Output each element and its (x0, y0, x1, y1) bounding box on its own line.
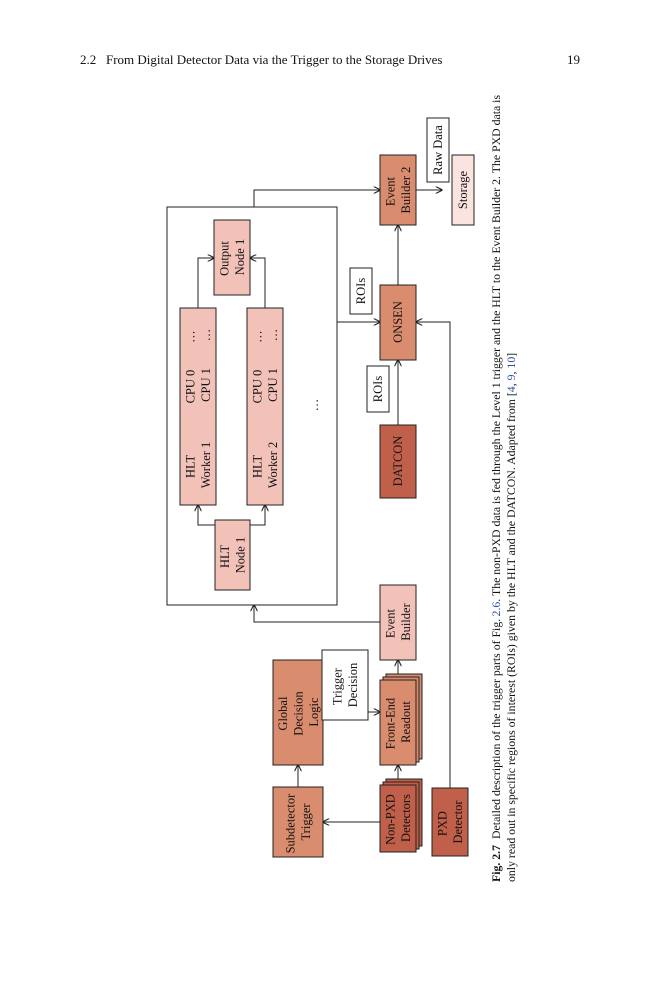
hlt-worker-1-label: HLT Worker 1 (184, 442, 214, 489)
hlt-worker-2-label: HLT Worker 2 (251, 442, 281, 489)
arrow-worker2-to-outputnode (250, 258, 266, 308)
rois-upper-box (349, 267, 373, 315)
trigger-decision-box (321, 649, 369, 721)
hlt-worker-2-dots: … … (251, 327, 281, 343)
trigger-decision-label: Trigger Decision (331, 662, 361, 707)
global-decision-logic-label: Global Decision Logic (276, 688, 321, 736)
hlt-worker-1-dots: … … (184, 327, 214, 343)
figure-caption: Fig. 2.7 Detailed description of the trig… (489, 92, 525, 882)
connectors (197, 190, 451, 822)
event-builder-2-label: Event Builder 2 (384, 167, 414, 214)
storage-label: Storage (456, 170, 470, 209)
worker-ellipsis: … (307, 399, 321, 412)
event-builder-2-box (379, 154, 417, 226)
storage-box (451, 154, 475, 226)
onsen-box (379, 284, 417, 361)
datcon-label: DATCON (391, 436, 405, 487)
arrow-eventbuilder-to-hlt (254, 605, 380, 623)
global-decision-logic-box (272, 659, 324, 766)
hlt-worker-1-cpu-label: CPU 0 CPU 1 (184, 367, 214, 404)
arrow-hltnode-to-worker1 (198, 505, 215, 526)
section-title: From Digital Detector Data via the Trigg… (106, 52, 443, 67)
node-labels: Subdetector Trigger Global Decision Logi… (184, 125, 471, 854)
output-node-1-box (213, 219, 251, 296)
hlt-worker-1-box (179, 307, 217, 506)
page-number: 19 (567, 52, 580, 67)
subdetector-trigger-box (272, 786, 324, 858)
section-number: 2.2 (80, 52, 97, 67)
onsen-label: ONSEN (391, 301, 405, 343)
rois-upper-label: ROIs (354, 278, 368, 305)
event-builder-label: Event Builder (384, 602, 414, 640)
hlt-node-1-box (214, 519, 251, 591)
caption-citation-4[interactable]: 4 (503, 386, 518, 393)
event-builder-box (379, 584, 417, 661)
caption-figure-link[interactable]: 2.6 (489, 601, 503, 617)
arrow-pxd-to-onsen (416, 322, 451, 788)
front-end-readout-box (379, 679, 417, 766)
raw-data-label: Raw Data (431, 125, 445, 175)
caption-separator: , (503, 368, 518, 375)
caption-label: Fig. 2.7 (489, 844, 503, 882)
pxd-detector-label: PXD Detector (436, 800, 466, 844)
hlt-worker-2-box (246, 307, 284, 506)
datcon-box (379, 424, 417, 499)
running-header: 2.2 From Digital Detector Data via the T… (80, 52, 580, 72)
rois-lower-label: ROIs (371, 376, 385, 403)
arrow-hltnode-to-worker2 (250, 505, 265, 526)
caption-text-1: Detailed description of the trigger part… (489, 618, 503, 839)
hlt-node-1-label: HLT Node 1 (218, 537, 248, 573)
caption-text-3: ] (503, 352, 518, 357)
pxd-detector-box (431, 787, 469, 857)
caption-separator: , (503, 380, 518, 387)
non-pxd-detectors-label: Non-PXD Detectors (384, 791, 414, 845)
arrow-hlt-to-eventbuilder2 (253, 190, 380, 207)
raw-data-box (426, 117, 450, 183)
hlt-worker-2-cpu-label: CPU 0 CPU 1 (251, 367, 281, 404)
rois-lower-box (366, 365, 390, 413)
caption-citation-9[interactable]: 9 (503, 374, 518, 381)
non-pxd-detectors-box (379, 784, 417, 853)
subdetector-trigger-label: Subdetector Trigger (284, 791, 314, 854)
front-end-readout-label: Front-End Readout (384, 695, 414, 750)
caption-citation-10[interactable]: 10 (503, 356, 518, 369)
output-node-1-label: Output Node 1 (218, 238, 248, 276)
arrow-worker1-to-outputnode (197, 258, 214, 308)
node-boxes (179, 117, 475, 858)
